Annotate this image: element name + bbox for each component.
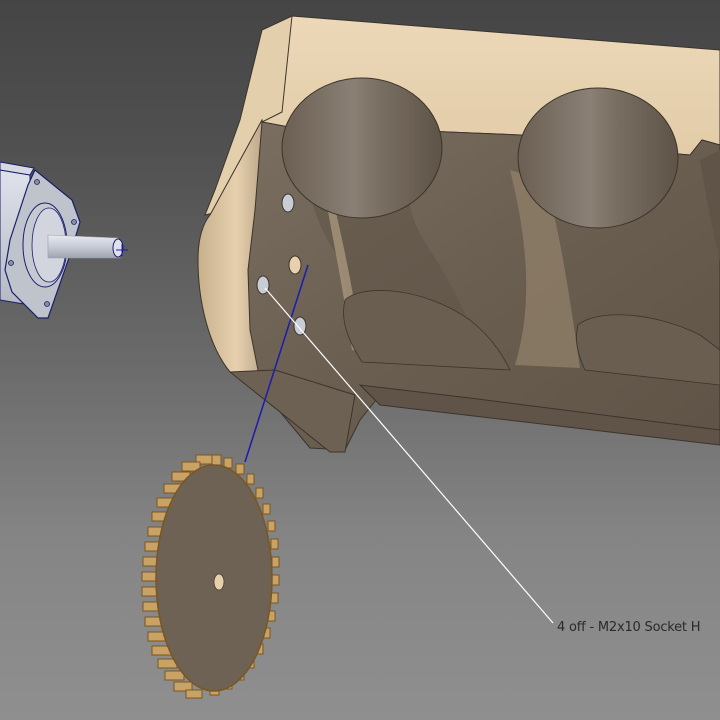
bore-end-2 bbox=[517, 87, 679, 229]
gear-bore bbox=[213, 573, 225, 591]
groove-floor-1 bbox=[343, 290, 511, 371]
groove-wall-2 bbox=[510, 170, 580, 368]
mount-hole-2 bbox=[288, 255, 302, 275]
bore-end-1 bbox=[281, 77, 443, 219]
stepper-motor[interactable] bbox=[0, 161, 128, 319]
groove-floor-2 bbox=[576, 314, 720, 386]
housing-block[interactable] bbox=[197, 15, 720, 453]
assembly-axis-line bbox=[244, 264, 309, 463]
annotation-leader-line bbox=[264, 287, 554, 624]
flange-screw-2 bbox=[71, 219, 77, 225]
shaft-center-mark bbox=[116, 244, 128, 256]
flange-screw-1 bbox=[34, 179, 40, 185]
motor-shaft bbox=[47, 234, 121, 259]
gear-face bbox=[155, 464, 273, 692]
flange-screw-4 bbox=[44, 301, 50, 307]
mount-hole-4 bbox=[293, 316, 307, 336]
housing-bottom-lip bbox=[358, 384, 720, 446]
mount-hole-1 bbox=[281, 193, 295, 213]
annotation-label[interactable]: 4 off - M2x10 Socket H bbox=[557, 620, 701, 635]
housing-lower-bevel bbox=[228, 369, 356, 453]
flange-screw-3 bbox=[8, 260, 14, 266]
shaft-end bbox=[112, 238, 124, 258]
spur-gear[interactable] bbox=[141, 454, 280, 699]
groove-wall-3 bbox=[700, 150, 720, 260]
motor-body-top bbox=[0, 161, 35, 176]
